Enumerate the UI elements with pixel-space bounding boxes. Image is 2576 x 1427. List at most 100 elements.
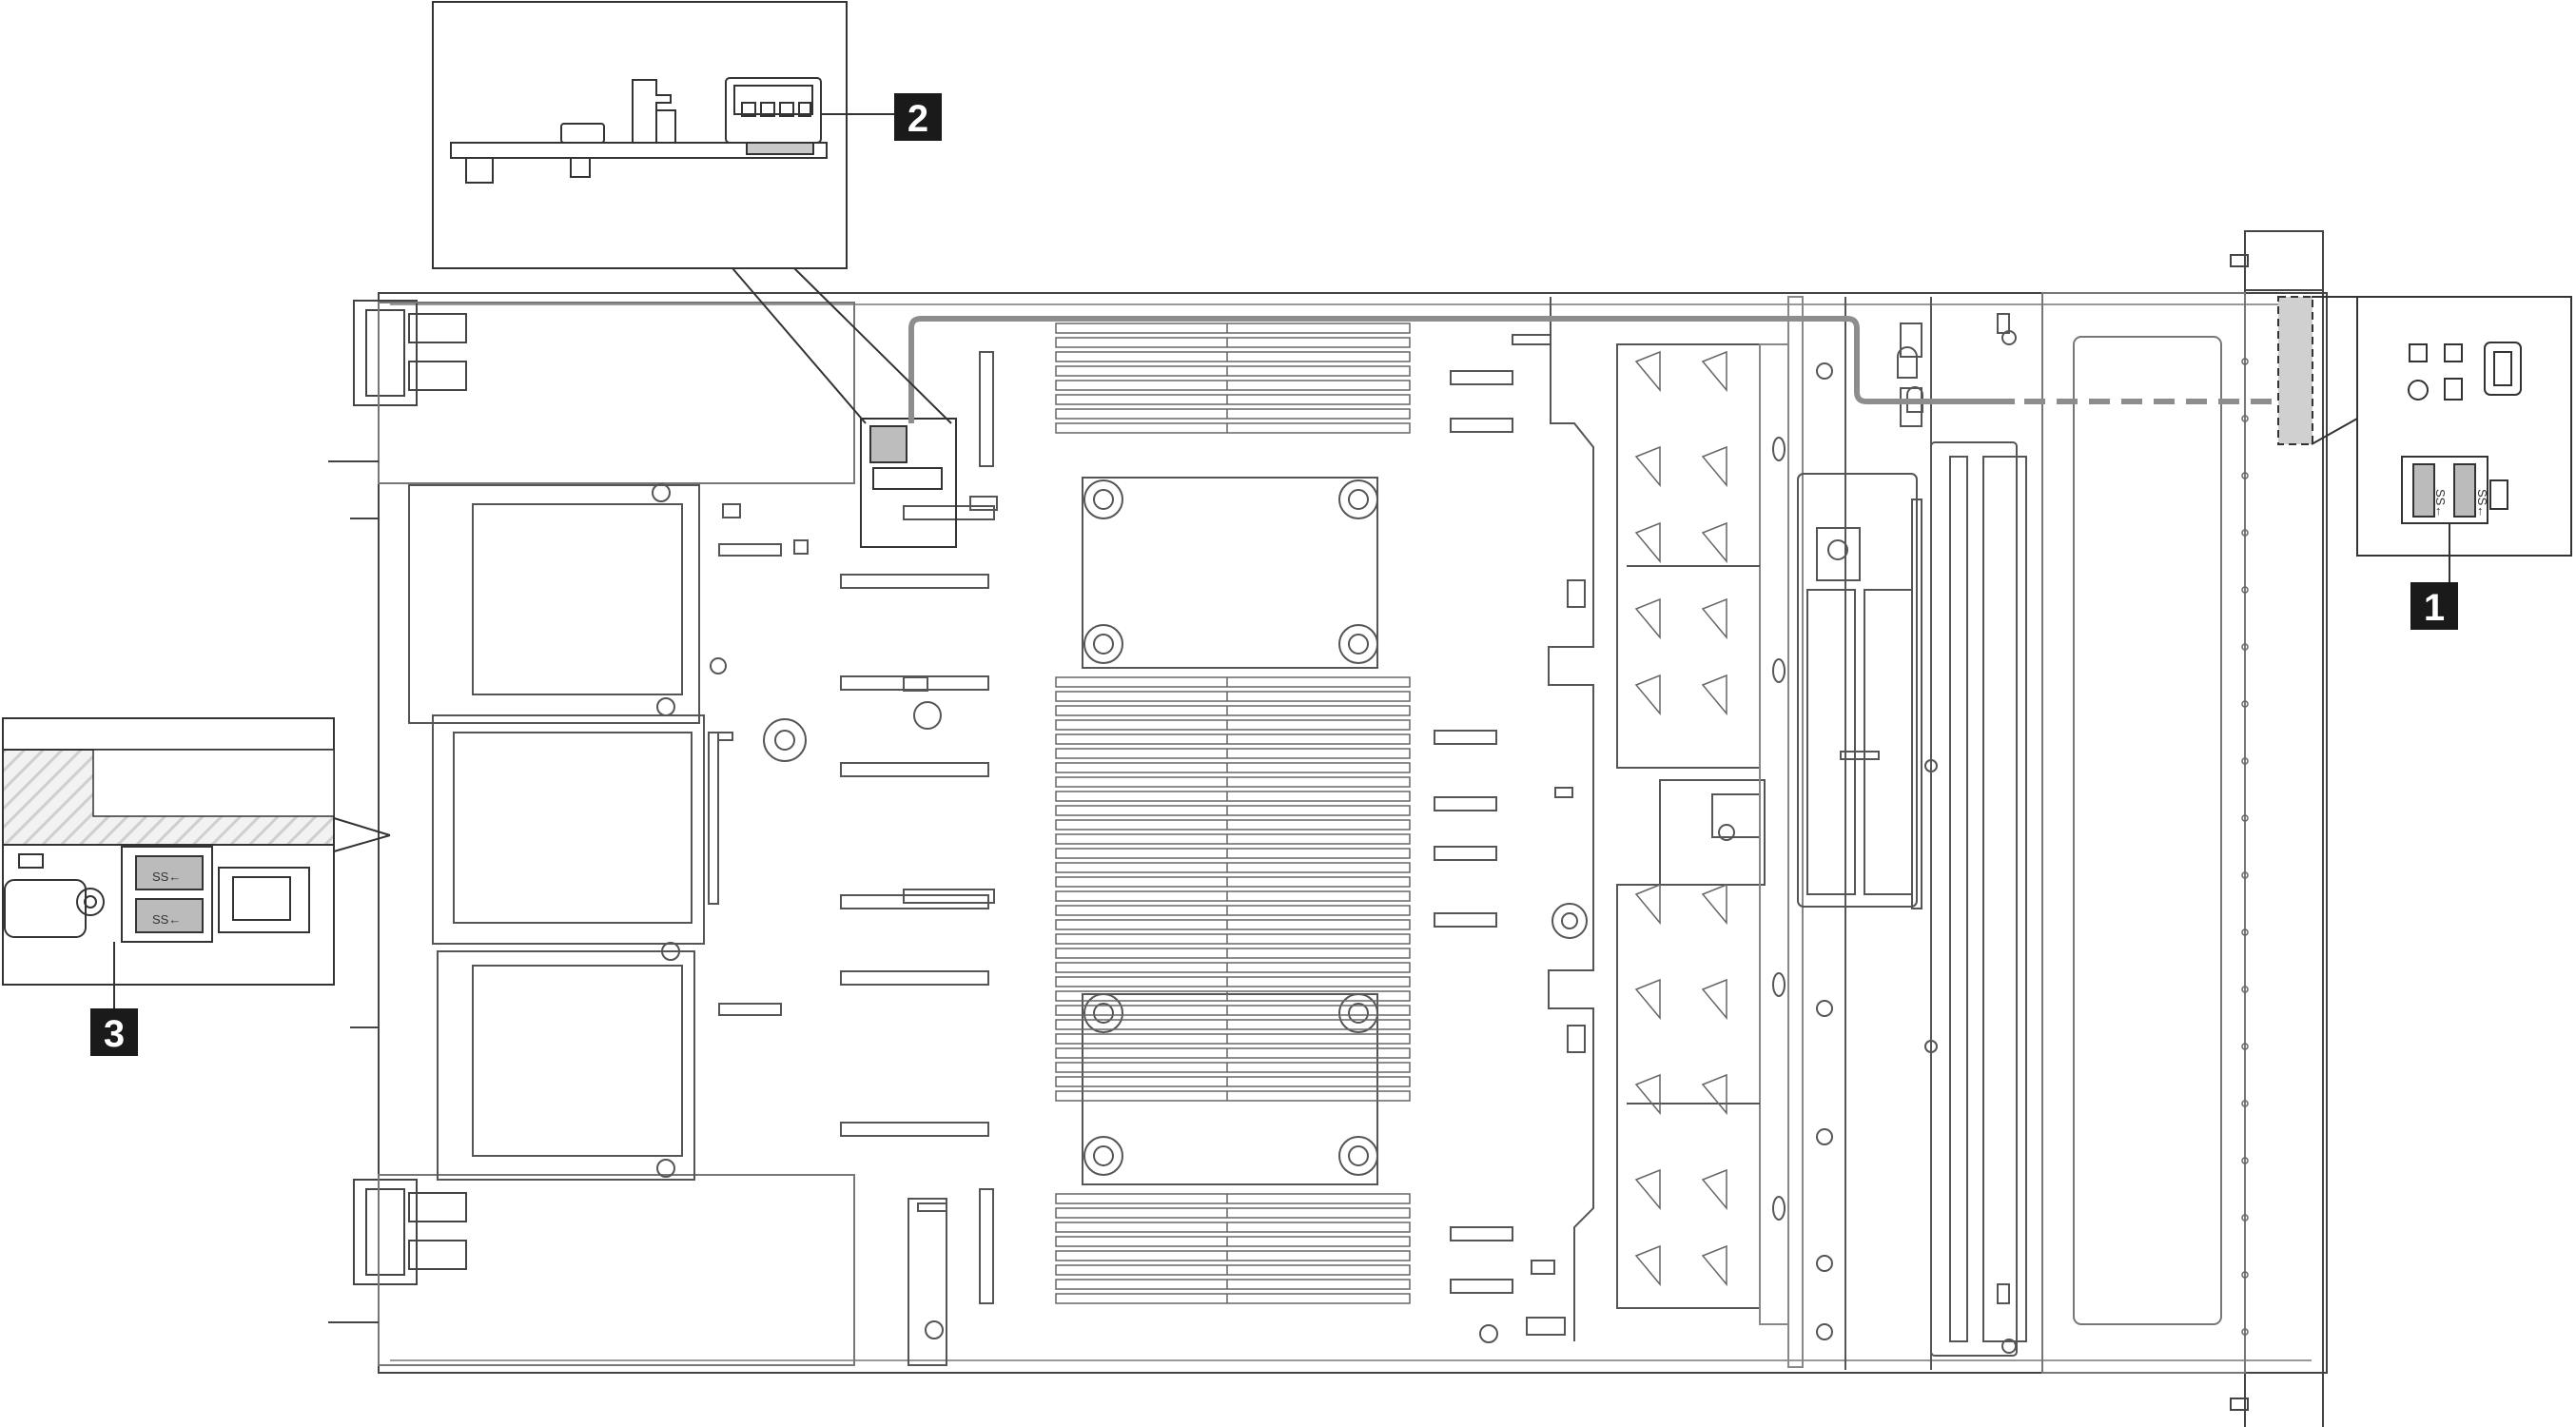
fan-blade — [1634, 445, 1661, 488]
psu-bottom-handle — [353, 1179, 418, 1285]
fan-blade — [1634, 883, 1661, 926]
inset-front-panel: SS← SS← — [2311, 296, 2572, 609]
cpu-socket-top — [1082, 477, 1378, 669]
dimm-slot — [1055, 676, 1411, 688]
dimm-slot — [1055, 719, 1411, 731]
dimm-slot — [1055, 1250, 1411, 1261]
usb-cable — [908, 316, 2015, 423]
riser-cage-3 — [437, 950, 695, 1181]
rear-usb-ss-label-1: SS← — [152, 870, 181, 884]
bezel-stud — [2241, 1271, 2249, 1279]
dimm-slot — [1055, 1279, 1411, 1290]
dimm-slot — [1055, 1222, 1411, 1233]
callout-3: 3 — [90, 1008, 138, 1056]
callout-3-label: 3 — [104, 1013, 125, 1055]
xclarity-usb-port — [2484, 342, 2522, 396]
bezel-stud — [2241, 929, 2249, 936]
dimm-slot — [1055, 762, 1411, 773]
fan-blade — [1634, 521, 1661, 564]
rear-usb-ss-label-2: SS← — [152, 912, 181, 927]
bezel-stud — [2241, 472, 2249, 479]
dimm-slot — [1055, 691, 1411, 702]
usb-board-location — [860, 418, 957, 548]
dimm-slot — [1055, 890, 1411, 902]
dimm-slots — [1055, 323, 1411, 1304]
front-usb-ss-label: SS← — [2433, 489, 2448, 518]
dimm-slot — [1055, 919, 1411, 930]
dimm-slot — [1055, 1293, 1411, 1304]
fan-blade — [1701, 978, 1727, 1021]
dimm-slot — [1055, 805, 1411, 816]
ethernet-port — [218, 867, 310, 933]
vga-port — [4, 879, 87, 938]
callout-2-label: 2 — [907, 98, 928, 140]
bezel-stud — [2241, 1043, 2249, 1050]
vga-icon — [18, 853, 44, 869]
rear-usb-port-2 — [135, 898, 204, 933]
dimm-slot — [1055, 1193, 1411, 1204]
fan-blade — [1701, 597, 1727, 640]
riser-cage-1 — [408, 484, 700, 724]
dimm-slot — [1055, 990, 1411, 1002]
dimm-slot — [1055, 351, 1411, 362]
dimm-slot — [1055, 365, 1411, 377]
fan-blade — [1701, 674, 1727, 716]
dimm-slot — [1055, 1236, 1411, 1247]
network-led-icon — [2444, 378, 2463, 401]
fan-blade — [1634, 1073, 1661, 1116]
bezel-stud — [2241, 358, 2249, 365]
dimm-slot — [1055, 1076, 1411, 1087]
dimm-slot — [1055, 705, 1411, 716]
callout-1-label: 1 — [2424, 587, 2445, 629]
callout-1: 1 — [2410, 582, 2458, 630]
dimm-slot — [1055, 876, 1411, 888]
bezel-stud — [2241, 1100, 2249, 1107]
bezel-stud — [2241, 586, 2249, 594]
chassis — [328, 230, 2328, 1427]
front-usb-ss-label-2: SS← — [2475, 489, 2489, 518]
dimm-slot — [1055, 422, 1411, 434]
dimm-slot — [1055, 380, 1411, 391]
psu-bottom — [378, 1174, 855, 1366]
fan-blade — [1701, 521, 1727, 564]
mb-right-connectors — [1434, 334, 1588, 1343]
fan-blade — [1634, 1244, 1661, 1287]
dimm-slot — [1055, 962, 1411, 973]
fan-blade — [1634, 597, 1661, 640]
riser-cages — [408, 483, 733, 1181]
fan-center-bracket — [1659, 779, 1766, 886]
psu-top-handle — [353, 300, 418, 406]
fan-cage — [1548, 296, 1804, 1368]
dimm-slot — [1055, 337, 1411, 348]
dimm-slot — [1055, 408, 1411, 420]
motherboard — [710, 351, 1378, 1366]
fan-blade — [1634, 674, 1661, 716]
fan-blade — [1634, 1168, 1661, 1211]
fan-blade — [1701, 350, 1727, 393]
psu-top — [378, 302, 855, 484]
fan-module-2 — [1616, 884, 1761, 1309]
pcie-slots — [840, 505, 995, 1137]
front-usb-location — [2277, 296, 2313, 445]
bezel-stud — [2241, 986, 2249, 993]
dimm-slot — [1055, 1090, 1411, 1102]
dimm-slot — [1055, 1005, 1411, 1016]
id-button-icon — [2409, 343, 2428, 362]
inset-rear-ports: SS← SS← — [2, 717, 391, 1008]
chassis-outline — [378, 292, 2328, 1374]
backplane-area — [1797, 297, 2027, 1370]
fan-module-1 — [1616, 343, 1761, 769]
bezel-stud — [2241, 643, 2249, 651]
dimm-slot — [1055, 394, 1411, 405]
dimm-slot — [1055, 1264, 1411, 1276]
bezel-stud — [2241, 757, 2249, 765]
fan-blade — [1701, 1244, 1727, 1287]
drive-bay-panel — [2073, 336, 2222, 1325]
fan-blades — [1634, 350, 1727, 1287]
fan-blade — [1701, 445, 1727, 488]
power-button-icon — [2408, 380, 2429, 401]
dimm-slot — [1055, 1207, 1411, 1219]
dimm-slot — [1055, 1033, 1411, 1045]
drive-bay-studs — [2241, 358, 2249, 1336]
